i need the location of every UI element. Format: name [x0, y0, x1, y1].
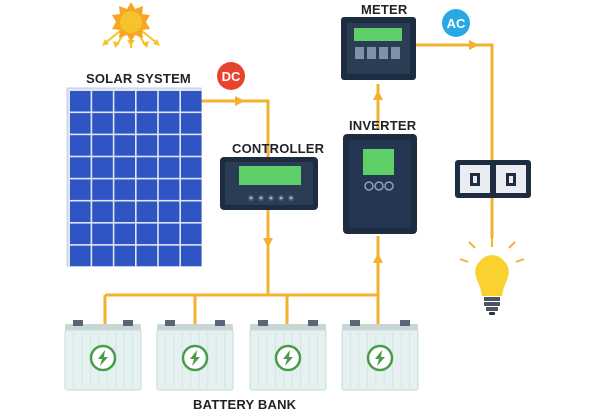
solar-cell [181, 157, 202, 178]
battery-icon [341, 320, 419, 391]
battery-icon [64, 320, 142, 391]
wire-panel-to-controller [200, 99, 270, 157]
solar-cell [70, 223, 91, 245]
battery-bank [64, 320, 419, 391]
solar-cell [92, 135, 113, 156]
solar-cell [136, 113, 158, 134]
solar-cell [181, 179, 202, 200]
dc-badge: DC [217, 62, 245, 90]
battery-icon [249, 320, 327, 391]
solar-cell [114, 157, 135, 178]
wire-meter-to-socket [416, 43, 494, 160]
meter-icon [341, 17, 416, 80]
solar-cell [70, 179, 91, 200]
solar-cell [92, 201, 113, 222]
solar-cell [136, 157, 158, 178]
light-bulb-icon [459, 238, 525, 315]
solar-cell [92, 91, 113, 112]
solar-cell [181, 113, 202, 134]
solar-cell [70, 245, 91, 267]
solar-cell [92, 179, 113, 200]
solar-cell [92, 245, 113, 267]
wiring [103, 43, 494, 330]
solar-cell [158, 223, 180, 245]
solar-cell [136, 245, 158, 267]
battery-icon [156, 320, 234, 391]
solar-cell [181, 135, 202, 156]
solar-cell [70, 135, 91, 156]
solar-cell [136, 223, 158, 245]
solar-cell [136, 135, 158, 156]
solar-cell [92, 113, 113, 134]
meter-label: METER [361, 2, 408, 17]
arrow-ac [469, 40, 479, 50]
solar-cell [114, 201, 135, 222]
arrowheads [235, 40, 479, 263]
controller-icon [220, 157, 318, 210]
solar-cell [158, 91, 180, 112]
solar-cell [158, 179, 180, 200]
arrow-meter-up [373, 90, 383, 100]
solar-cell [181, 223, 202, 245]
ac-badge: AC [442, 9, 470, 37]
solar-cell [114, 91, 135, 112]
solar-cell [158, 201, 180, 222]
solar-panel-icon [66, 87, 202, 267]
solar-cell [92, 223, 113, 245]
solar-cell [181, 201, 202, 222]
solar-cell [158, 245, 180, 267]
battery-bank-label: BATTERY BANK [193, 397, 297, 412]
solar-cell [70, 157, 91, 178]
arrow-inverter-up [373, 253, 383, 263]
solar-cell [114, 245, 135, 267]
arrow-controller-down [263, 238, 273, 248]
solar-cell [181, 245, 202, 267]
inverter-icon [343, 134, 417, 234]
solar-cell [70, 91, 91, 112]
arrow-dc [235, 96, 245, 106]
solar-cell [70, 113, 91, 134]
solar-cell [92, 157, 113, 178]
solar-cell [158, 157, 180, 178]
solar-cell [114, 179, 135, 200]
solar-cell [136, 91, 158, 112]
socket-icon [455, 160, 531, 198]
solar-cell [114, 113, 135, 134]
controller-label: CONTROLLER [232, 141, 325, 156]
solar-cell [114, 223, 135, 245]
sun-icon [102, 2, 160, 48]
solar-cell [158, 135, 180, 156]
solar-system-label: SOLAR SYSTEM [86, 71, 191, 86]
solar-cell [181, 91, 202, 112]
solar-cell [136, 201, 158, 222]
solar-cell [114, 135, 135, 156]
solar-cell [158, 113, 180, 134]
solar-cell [136, 179, 158, 200]
solar-cell [70, 201, 91, 222]
inverter-label: INVERTER [349, 118, 417, 133]
